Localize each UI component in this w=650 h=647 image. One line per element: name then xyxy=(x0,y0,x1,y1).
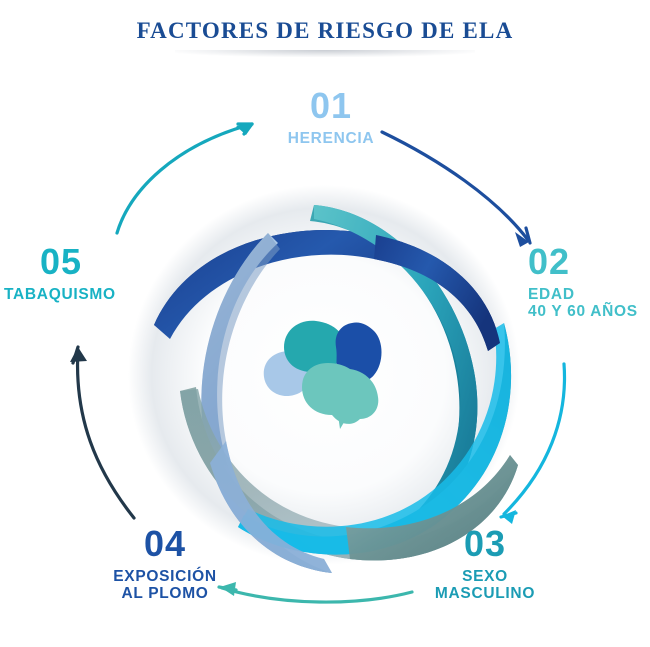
step-02[interactable]: 02 EDAD 40 Y 60 AÑOS xyxy=(528,244,650,321)
step-01-number: 01 xyxy=(309,85,353,126)
step-04-number: 04 xyxy=(143,523,187,564)
brain-icon xyxy=(263,320,382,429)
title-underline-shadow xyxy=(175,50,475,57)
center-ribbon-knot xyxy=(118,175,530,575)
step-03[interactable]: 03 SEXO MASCULINO xyxy=(400,526,570,603)
step-01-label: HERENCIA xyxy=(287,130,375,147)
step-04[interactable]: 04 EXPOSICIÓN AL PLOMO xyxy=(80,526,250,603)
step-02-label: EDAD 40 Y 60 AÑOS xyxy=(528,286,638,321)
step-02-number: 02 xyxy=(528,241,571,282)
step-04-label: EXPOSICIÓN AL PLOMO xyxy=(113,568,217,603)
step-03-number: 03 xyxy=(463,523,507,564)
step-05-number: 05 xyxy=(39,241,83,282)
step-03-label: SEXO MASCULINO xyxy=(434,568,536,603)
step-01[interactable]: 01 HERENCIA xyxy=(246,85,416,148)
page-title: FACTORES DE RIESGO DE ELA xyxy=(136,18,514,43)
step-05[interactable]: 05 TABAQUISMO xyxy=(0,241,122,304)
step-05-label: TABAQUISMO xyxy=(4,286,116,303)
